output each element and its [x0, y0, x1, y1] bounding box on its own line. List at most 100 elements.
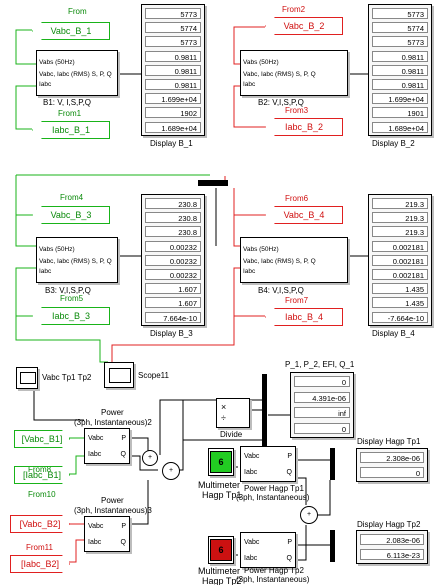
port-vabc: Vabc, Iabc (RMS) S, P, Q: [243, 258, 316, 265]
display-cell: 1902: [145, 107, 201, 119]
scope11[interactable]: [104, 362, 134, 388]
power-hagp-tp2-title: Power Hagp Tp2: [244, 566, 304, 575]
from-label: From: [68, 7, 87, 16]
from-tag-iabc-bus2[interactable]: [Iabc_B2]: [10, 555, 70, 573]
port-vabs: Vabs (50Hz): [39, 59, 75, 66]
port-iabc: Iabc: [243, 81, 256, 88]
goto-tag-iabc-b3[interactable]: Iabc_B_3: [32, 307, 110, 325]
port-vabs: Vabs (50Hz): [243, 246, 279, 253]
from4-label: From4: [60, 193, 84, 202]
port-iabc: Iabc: [39, 81, 52, 88]
display-cell: 6.113e-23: [360, 548, 424, 560]
power-hagp-tp2-subtitle: (3ph, Instantaneous): [236, 575, 310, 584]
display-b1-label: Display B_1: [150, 139, 193, 148]
from-tag-iabc-bus1[interactable]: [Iabc_B1]: [14, 466, 70, 484]
scope-icon: [109, 368, 131, 383]
multimeter-1-indicator: 6: [210, 451, 232, 473]
measurement-block-b2[interactable]: Vabs (50Hz) Vabc, Iabc (RMS) S, P, Q Iab…: [240, 50, 348, 96]
power-hagp-tp2[interactable]: Vabc Iabc P Q: [240, 532, 296, 568]
display-cell: 1901: [372, 107, 428, 119]
port-vabs: Vabs (50Hz): [39, 246, 75, 253]
display-cell: 1.699e+04: [372, 93, 428, 105]
divide-block[interactable]: × ÷: [216, 398, 250, 428]
port-q: Q: [286, 555, 292, 562]
goto-tag-vabc-b4[interactable]: Vabc_B_4: [265, 206, 343, 224]
display-cell: 219.3: [372, 212, 428, 224]
from1-label: From1: [58, 109, 82, 118]
display-cell: 0.9811: [372, 64, 428, 76]
port-vabc: Vabc: [244, 539, 260, 546]
power-hagp-tp1-subtitle: (3ph, Instantaneous): [236, 493, 310, 502]
multimeter-2[interactable]: 6: [208, 536, 234, 564]
display-cell: 1.689e+04: [372, 121, 428, 133]
port-q: Q: [286, 469, 292, 476]
display-cell: 0.9811: [145, 64, 201, 76]
power-block-3[interactable]: Vabc Iabc P Q: [84, 516, 130, 552]
multimeter-1-label: Hagp Tp1: [202, 490, 242, 500]
measurement-block-b3[interactable]: Vabs (50Hz) Vabc, Iabc (RMS) S, P, Q Iab…: [36, 237, 118, 283]
goto-tag-iabc-b1[interactable]: Iabc_B_1: [32, 121, 110, 139]
scope-icon: [20, 372, 36, 384]
block-label-b1: B1: V, I,S,P,Q: [43, 98, 92, 107]
scope11-label: Scope11: [138, 371, 169, 380]
display-hagp1-label: Display Hagp Tp1: [357, 437, 421, 446]
display-cell: 5774: [372, 22, 428, 34]
power2-title: Power: [101, 408, 124, 417]
scope-vabc-tp[interactable]: [16, 367, 38, 389]
display-cell: 219.3: [372, 198, 428, 209]
measurement-block-b1[interactable]: Vabs (50Hz) Vabc, Iabc (RMS) S, P, Q Iab…: [36, 50, 118, 96]
measurement-block-b4[interactable]: Vabs (50Hz) Vabc, Iabc (RMS) S, P, Q Iab…: [240, 237, 348, 283]
sum-block-3[interactable]: +: [300, 506, 318, 524]
from3-label: From3: [285, 106, 309, 115]
from11-label: From11: [26, 543, 53, 552]
multimeter-1[interactable]: 6: [208, 448, 234, 476]
goto-tag-vabc-b2[interactable]: Vabc_B_2: [265, 17, 343, 35]
display-cell: 0: [294, 376, 350, 387]
goto-tag-vabc-b1[interactable]: Vabc_B_1: [32, 22, 110, 40]
goto-tag-vabc-b3[interactable]: Vabc_B_3: [32, 206, 110, 224]
power-block-2[interactable]: Vabc Iabc P Q: [84, 428, 130, 464]
from-tag-vabc-bus2[interactable]: [Vabc_B2]: [10, 515, 70, 533]
port-vabc: Vabc: [88, 435, 104, 442]
display-cell: 4.391e-06: [294, 391, 350, 403]
display-cell: inf: [294, 407, 350, 418]
multimeter-2-value: 6: [218, 545, 224, 555]
from5-label: From5: [60, 294, 84, 303]
display-cell: 0.002181: [372, 254, 428, 266]
sum-block-1[interactable]: +: [142, 450, 158, 466]
sum-block-2[interactable]: +: [162, 462, 180, 480]
power3-subtitle: (3ph, Instantaneous)3: [74, 506, 152, 515]
goto-tag-iabc-b2[interactable]: Iabc_B_2: [265, 118, 343, 136]
port-iabc: Iabc: [244, 555, 258, 562]
mux-pq[interactable]: [262, 374, 267, 446]
power-hagp-tp1[interactable]: Vabc Iabc P Q: [240, 446, 296, 482]
port-vabs: Vabs (50Hz): [243, 59, 279, 66]
mux-hagp2[interactable]: [330, 530, 335, 562]
from2-label: From2: [282, 5, 306, 14]
goto-tag-iabc-b4[interactable]: Iabc_B_4: [265, 308, 343, 326]
display-cell: 0.9811: [372, 79, 428, 90]
from8-label: From8: [28, 465, 52, 474]
from10-label: From10: [28, 490, 56, 499]
from-tag-vabc-bus1[interactable]: [Vabc_B1]: [14, 430, 70, 448]
display-b4-label: Display B_4: [372, 329, 415, 338]
mux-bar[interactable]: [198, 180, 228, 186]
display-cell: 1.699e+04: [145, 93, 201, 105]
mux-hagp1[interactable]: [330, 448, 335, 480]
port-vabc: Vabc, Iabc (RMS) S, P, Q: [39, 258, 112, 265]
port-iabc: Iabc: [88, 539, 102, 546]
port-p: P: [121, 523, 126, 530]
port-vabc: Vabc, Iabc (RMS) S, P, Q: [39, 71, 112, 78]
display-cell: 0.9811: [145, 79, 201, 90]
display-cell: 230.8: [145, 212, 201, 224]
display-cell: 1.435: [372, 297, 428, 309]
display-cell: 1.435: [372, 283, 428, 295]
